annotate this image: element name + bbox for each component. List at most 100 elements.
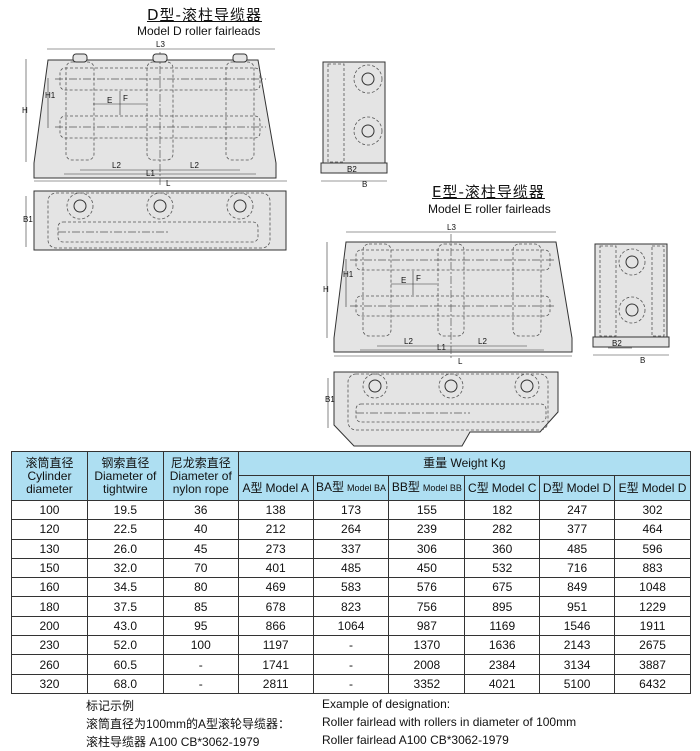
table-cell: 43.0 bbox=[86, 615, 164, 637]
table-cell: 2384 bbox=[464, 654, 541, 675]
table-cell: 464 bbox=[614, 519, 691, 540]
dim-label-b1: B1 bbox=[325, 395, 335, 404]
table-cell: 282 bbox=[464, 519, 541, 540]
table-cell: 68.0 bbox=[86, 673, 164, 694]
table-cell: 212 bbox=[237, 519, 314, 540]
table-cell: 485 bbox=[312, 557, 390, 579]
table-cell: 1197 bbox=[237, 635, 314, 656]
table-cell: 1064 bbox=[312, 615, 390, 637]
dim-label-l1: L1 bbox=[437, 343, 446, 352]
table-cell: 849 bbox=[539, 577, 616, 598]
technical-drawings: L3 H H1 E F L2 L2 L1 L B1 bbox=[22, 40, 670, 447]
table-cell: 138 bbox=[237, 499, 314, 521]
table-cell: 19.5 bbox=[86, 499, 164, 521]
table-cell: 895 bbox=[464, 596, 541, 617]
dim-label-l2: L2 bbox=[478, 337, 487, 346]
dim-label-b: B bbox=[640, 356, 645, 365]
table-cell: 576 bbox=[388, 577, 466, 598]
table-cell: 37.5 bbox=[86, 596, 164, 617]
table-cell: 2811 bbox=[237, 673, 314, 694]
model-e-side-view: B2 B bbox=[592, 243, 670, 365]
table-cell: 360 bbox=[464, 538, 541, 559]
table-cell: 1169 bbox=[464, 615, 541, 637]
dim-label-b2: B2 bbox=[347, 165, 357, 174]
header-weight: 重量 Weight Kg bbox=[237, 451, 692, 476]
table-cell: 6432 bbox=[614, 673, 691, 694]
table-cell: 987 bbox=[388, 615, 466, 637]
table-cell: 32.0 bbox=[86, 557, 164, 579]
table-cell: 469 bbox=[237, 577, 314, 598]
table-cell: 2008 bbox=[388, 654, 466, 675]
table-cell: 45 bbox=[162, 538, 239, 559]
table-cell: 3134 bbox=[539, 654, 616, 675]
table-cell: 532 bbox=[464, 557, 541, 579]
dim-label-e: E bbox=[401, 276, 406, 285]
model-d-side-view: B2 B bbox=[320, 61, 388, 189]
model-e-title: E型-滚柱导缆器 bbox=[432, 183, 545, 201]
table-cell: 95 bbox=[162, 615, 239, 637]
table-cell: 1370 bbox=[388, 635, 466, 656]
table-cell: 4021 bbox=[464, 673, 541, 694]
table-cell: 182 bbox=[464, 499, 541, 521]
table-cell: 596 bbox=[614, 538, 691, 559]
table-cell: 273 bbox=[237, 538, 314, 559]
dim-label-l1: L1 bbox=[146, 169, 155, 178]
table-cell: 1741 bbox=[237, 654, 314, 675]
table-cell: 756 bbox=[388, 596, 466, 617]
table-cell: 22.5 bbox=[86, 519, 164, 540]
footer-en-1: Example of designation: bbox=[322, 697, 451, 711]
table-cell: 3352 bbox=[388, 673, 466, 694]
table-cell: 85 bbox=[162, 596, 239, 617]
dim-label-l: L bbox=[458, 357, 463, 366]
table-cell: 883 bbox=[614, 557, 691, 579]
footer-cn-1: 标记示例 bbox=[86, 699, 135, 713]
table-cell: 485 bbox=[539, 538, 616, 559]
table-cell: 52.0 bbox=[86, 635, 164, 656]
model-d-subtitle: Model D roller fairleads bbox=[137, 24, 261, 38]
table-cell: 3887 bbox=[614, 654, 691, 675]
table-cell: 100 bbox=[11, 499, 88, 521]
table-cell: 675 bbox=[464, 577, 541, 598]
footer-en-3: Roller fairlead A100 CB*3062-1979 bbox=[322, 733, 509, 747]
dim-label-e: E bbox=[107, 96, 112, 105]
table-cell: 34.5 bbox=[86, 577, 164, 598]
model-e-front-view: L3 H H1 E F L2 L2 L1 L bbox=[323, 223, 573, 366]
dim-label-l2: L2 bbox=[404, 337, 413, 346]
model-d-top-view: B1 bbox=[23, 190, 287, 251]
table-cell: 2143 bbox=[539, 635, 616, 656]
table-cell: 200 bbox=[11, 615, 88, 637]
dim-label-h: H bbox=[22, 106, 28, 115]
table-cell: 173 bbox=[312, 499, 390, 521]
table-cell: 100 bbox=[162, 635, 239, 656]
table-cell: 320 bbox=[11, 673, 88, 694]
table-cell: 337 bbox=[312, 538, 390, 559]
table-cell: 1546 bbox=[539, 615, 616, 637]
table-cell: 302 bbox=[614, 499, 691, 521]
table-cell: 5100 bbox=[539, 673, 616, 694]
table-cell: 583 bbox=[312, 577, 390, 598]
table-cell: 951 bbox=[539, 596, 616, 617]
table-cell: 1911 bbox=[614, 615, 691, 637]
table-cell: - bbox=[312, 654, 390, 675]
dim-label-l3: L3 bbox=[156, 40, 165, 49]
table-cell: - bbox=[162, 673, 239, 694]
dim-label-b: B bbox=[362, 180, 367, 189]
dim-label-l2: L2 bbox=[112, 161, 121, 170]
dim-label-f: F bbox=[123, 94, 128, 103]
